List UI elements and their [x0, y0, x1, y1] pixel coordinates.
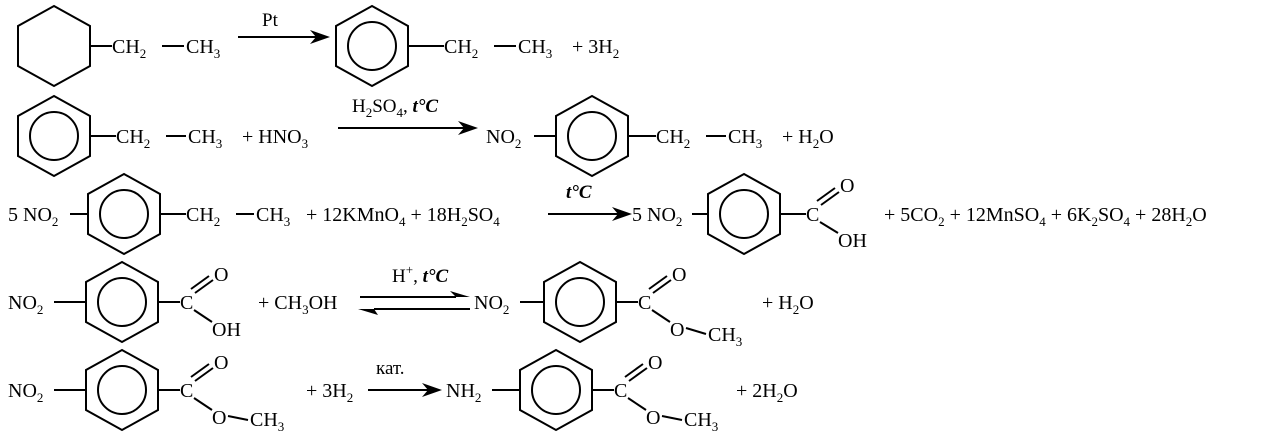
reactant-methyl: CH3 — [186, 36, 220, 61]
product-methyl: CH3 — [518, 36, 552, 61]
reagent-hydrogen: + 3H2 — [306, 380, 353, 405]
reaction-arrow — [368, 383, 442, 397]
reactant-nitro-group: NO2 — [8, 380, 43, 405]
ester-group: C O O CH3 — [614, 352, 718, 432]
reagent-methanol: + CH3OH — [258, 292, 337, 317]
benzene-ring — [85, 348, 159, 432]
svg-text:O: O — [648, 352, 662, 374]
reaction-1: CH2 CH3 Pt CH2 CH3 + 3H2 — [17, 4, 619, 88]
reaction-arrow — [338, 121, 478, 135]
condition-catalyst: кат. — [376, 358, 405, 379]
benzene-ring — [335, 4, 409, 88]
product-methyl: CH3 — [728, 126, 762, 151]
reactant-ethyl-chain: CH2 — [112, 36, 146, 61]
svg-text:O: O — [214, 264, 228, 286]
benzene-ring — [17, 94, 91, 178]
product-nitro-group: NO2 — [474, 292, 509, 317]
ester-group: C O O CH3 — [180, 352, 284, 432]
benzene-ring — [87, 172, 161, 256]
product-coefficient-and-nitro: 5 NO2 — [632, 204, 682, 229]
benzene-ring — [519, 348, 593, 432]
reactant-methyl: CH3 — [188, 126, 222, 151]
svg-text:C: C — [806, 204, 819, 226]
benzene-ring — [707, 172, 781, 256]
svg-text:O: O — [840, 175, 854, 197]
reactant-ethyl-chain: CH2 — [116, 126, 150, 151]
svg-text:C: C — [180, 292, 193, 314]
product-ethyl-chain: CH2 — [656, 126, 690, 151]
svg-text:O: O — [646, 407, 660, 429]
svg-text:C: C — [638, 292, 651, 314]
ester-group: C O O CH3 — [638, 264, 742, 349]
svg-text:C: C — [180, 380, 193, 402]
condition-catalyst: Pt — [262, 10, 279, 31]
reaction-5: NO2 C O O CH3 + 3H2 кат. NH2 — [8, 348, 798, 432]
svg-text:CH3: CH3 — [684, 409, 718, 432]
equilibrium-arrows — [358, 291, 470, 315]
product-ethyl-chain: CH2 — [444, 36, 478, 61]
condition-acid-temperature: H+, t°C — [392, 262, 448, 287]
carboxyl-group: C O OH — [180, 264, 241, 341]
benzene-ring — [543, 260, 617, 344]
product-nitro-group: NO2 — [486, 126, 521, 151]
reactant-coefficient-and-nitro: 5 NO2 — [8, 204, 58, 229]
svg-text:OH: OH — [838, 230, 867, 252]
byproduct-hydrogen: + 3H2 — [572, 36, 619, 61]
byproduct-water: + 2H2O — [736, 380, 798, 405]
condition-acid-temperature: H2SO4, t°C — [352, 96, 438, 120]
byproduct-water: + H2O — [782, 126, 834, 151]
reaction-3: 5 NO2 CH2 CH3 + 12KMnO4 + 18H2SO4 t°C 5 … — [8, 172, 1207, 256]
product-amino-group: NH2 — [446, 380, 481, 405]
reactant-nitro-group: NO2 — [8, 292, 43, 317]
svg-text:CH3: CH3 — [250, 409, 284, 432]
cyclohexane-ring — [17, 4, 91, 88]
reactant-ethyl-chain: CH2 — [186, 204, 220, 229]
reagents-permanganate-sulfuric: + 12KMnO4 + 18H2SO4 — [306, 204, 500, 229]
benzene-ring — [85, 260, 159, 344]
reaction-4: NO2 C O OH + CH3OH H+, t°C NO2 — [8, 260, 814, 349]
svg-text:OH: OH — [212, 319, 241, 341]
benzene-ring — [555, 94, 629, 178]
reactant-methyl: CH3 — [256, 204, 290, 229]
svg-text:O: O — [212, 407, 226, 429]
condition-temperature: t°C — [566, 182, 592, 203]
reagent-nitric-acid: + HNO3 — [242, 126, 308, 151]
reaction-arrow — [238, 30, 330, 44]
byproduct-water: + H2O — [762, 292, 814, 317]
reaction-arrow — [548, 207, 632, 221]
byproducts: + 5CO2 + 12MnSO4 + 6K2SO4 + 28H2O — [884, 204, 1207, 229]
svg-text:O: O — [670, 319, 684, 341]
svg-text:O: O — [672, 264, 686, 286]
reaction-2: CH2 CH3 + HNO3 H2SO4, t°C NO2 CH2 CH3 + … — [17, 94, 834, 178]
carboxyl-group: C O OH — [806, 175, 867, 252]
svg-text:O: O — [214, 352, 228, 374]
svg-text:CH3: CH3 — [708, 324, 742, 349]
svg-text:C: C — [614, 380, 627, 402]
